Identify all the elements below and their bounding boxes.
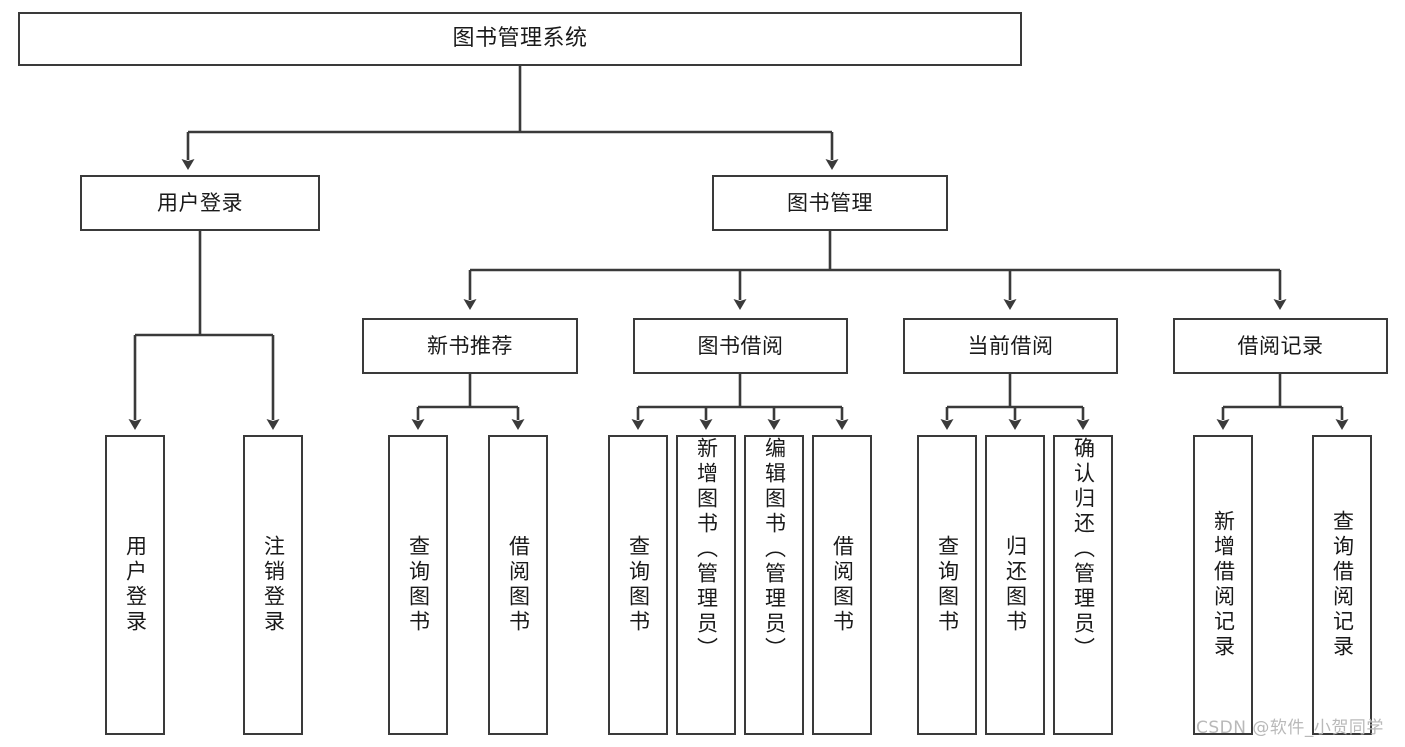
- node-current-borrow[interactable]: 当前借阅: [903, 318, 1118, 374]
- watermark-text: CSDN @软件_小贺同学: [1196, 718, 1384, 738]
- node-label: 图书借阅: [697, 333, 784, 358]
- node-label: 查询借阅记录: [1330, 510, 1355, 660]
- node-borrow-record[interactable]: 借阅记录: [1173, 318, 1388, 374]
- node-label: 新增借阅记录: [1211, 510, 1236, 660]
- leaf-query-borrow-record[interactable]: 查询借阅记录: [1312, 435, 1372, 735]
- node-label: 确认归还（管理员）: [1071, 437, 1096, 662]
- node-label: 用户登录: [123, 535, 148, 635]
- node-label: 图书管理: [787, 190, 873, 215]
- node-book-borrow[interactable]: 图书借阅: [633, 318, 848, 374]
- node-label: 新书推荐: [427, 333, 513, 358]
- node-label: 查询图书: [626, 535, 651, 635]
- leaf-borrow-book-recommend[interactable]: 借阅图书: [488, 435, 548, 735]
- leaf-borrow-book[interactable]: 借阅图书: [812, 435, 872, 735]
- node-label: 借阅图书: [830, 535, 855, 635]
- node-label: 用户登录: [157, 190, 243, 215]
- leaf-query-book-borrow[interactable]: 查询图书: [608, 435, 668, 735]
- leaf-user-login[interactable]: 用户登录: [105, 435, 165, 735]
- node-label: 注销登录: [261, 535, 286, 635]
- leaf-logout[interactable]: 注销登录: [243, 435, 303, 735]
- node-label: 新增图书（管理员）: [694, 437, 719, 662]
- leaf-add-book-admin[interactable]: 新增图书（管理员）: [676, 435, 736, 735]
- node-label: 编辑图书（管理员）: [762, 437, 787, 662]
- node-label: 查询图书: [935, 535, 960, 635]
- leaf-query-book-recommend[interactable]: 查询图书: [388, 435, 448, 735]
- node-book-management[interactable]: 图书管理: [712, 175, 948, 231]
- node-label: 借阅图书: [506, 535, 531, 635]
- leaf-edit-book-admin[interactable]: 编辑图书（管理员）: [744, 435, 804, 735]
- leaf-add-borrow-record[interactable]: 新增借阅记录: [1193, 435, 1253, 735]
- node-label: 借阅记录: [1237, 333, 1324, 358]
- node-label: 图书管理系统: [452, 26, 588, 52]
- leaf-confirm-return-admin[interactable]: 确认归还（管理员）: [1053, 435, 1113, 735]
- node-new-book-recommend[interactable]: 新书推荐: [362, 318, 578, 374]
- node-label: 查询图书: [406, 535, 431, 635]
- node-label: 归还图书: [1003, 535, 1028, 635]
- node-user-login[interactable]: 用户登录: [80, 175, 320, 231]
- leaf-return-book[interactable]: 归还图书: [985, 435, 1045, 735]
- node-label: 当前借阅: [967, 333, 1054, 358]
- leaf-query-book-current[interactable]: 查询图书: [917, 435, 977, 735]
- node-root-system[interactable]: 图书管理系统: [18, 12, 1022, 66]
